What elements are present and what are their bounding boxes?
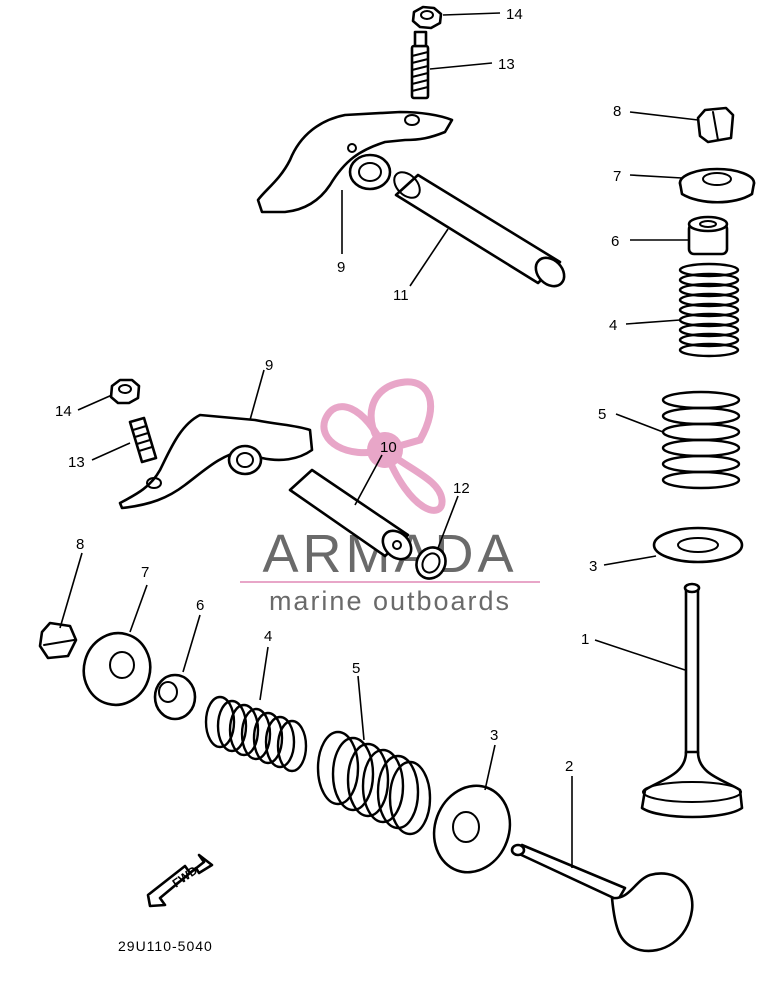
callout-13-lower: 13 — [68, 454, 85, 471]
right-spring-retainer — [678, 167, 756, 204]
right-valve-seal — [687, 215, 729, 256]
callout-8-left: 8 — [76, 536, 84, 553]
leader-lines — [59, 12, 699, 868]
callout-3-left: 3 — [490, 727, 498, 744]
diagram-code: 29U110-5040 — [118, 938, 213, 954]
right-collet — [696, 106, 735, 144]
right-spring-seat — [652, 526, 744, 564]
left-valve-seal — [153, 673, 197, 721]
watermark-tagline: marine outboards — [269, 586, 511, 616]
lower-rocker-arm — [118, 413, 314, 510]
callout-9-lower: 9 — [265, 357, 273, 374]
callout-3-right: 3 — [589, 558, 597, 575]
left-collet — [38, 621, 78, 660]
right-inner-spring — [678, 262, 740, 358]
callout-7-right: 7 — [613, 168, 621, 185]
callout-13-upper: 13 — [498, 56, 515, 73]
callout-14-upper: 14 — [506, 6, 523, 23]
callout-11: 11 — [393, 287, 409, 304]
lower-rocker-shaft — [288, 468, 413, 561]
propeller-logo-icon — [320, 378, 446, 514]
intake-valve — [510, 843, 694, 953]
callout-6-left: 6 — [196, 597, 204, 614]
callout-4-left: 4 — [264, 628, 272, 645]
callout-7-left: 7 — [141, 564, 149, 581]
callout-14-lower: 14 — [55, 403, 72, 420]
fwd-arrow-icon: FWD — [146, 853, 214, 908]
left-spring-seat — [432, 784, 512, 874]
upper-rocker-arm — [256, 110, 454, 214]
left-outer-spring — [316, 730, 432, 836]
lower-locknut — [109, 378, 141, 405]
callout-12: 12 — [453, 480, 470, 497]
callout-10: 10 — [380, 439, 397, 456]
callout-4-right: 4 — [609, 317, 617, 334]
upper-rocker-shaft — [393, 171, 566, 288]
callout-2: 2 — [565, 758, 573, 775]
exhaust-valve — [640, 582, 744, 819]
armada-watermark: ARMADA marine outboards — [240, 378, 540, 616]
right-outer-spring — [661, 390, 741, 490]
callout-labels: 14 13 9 11 8 7 6 4 5 3 1 9 14 13 10 12 8… — [55, 6, 621, 775]
left-spring-retainer — [82, 631, 152, 707]
callout-6-right: 6 — [611, 233, 619, 250]
lower-adjuster-screw — [128, 416, 158, 464]
o-ring — [415, 546, 447, 580]
left-inner-spring — [204, 695, 308, 773]
callout-1: 1 — [581, 631, 589, 648]
upper-adjuster-screw — [410, 30, 430, 100]
callout-9-upper: 9 — [337, 259, 345, 276]
upper-locknut — [411, 5, 443, 30]
callout-8-right: 8 — [613, 103, 621, 120]
callout-5-right: 5 — [598, 406, 606, 423]
callout-5-left: 5 — [352, 660, 360, 677]
